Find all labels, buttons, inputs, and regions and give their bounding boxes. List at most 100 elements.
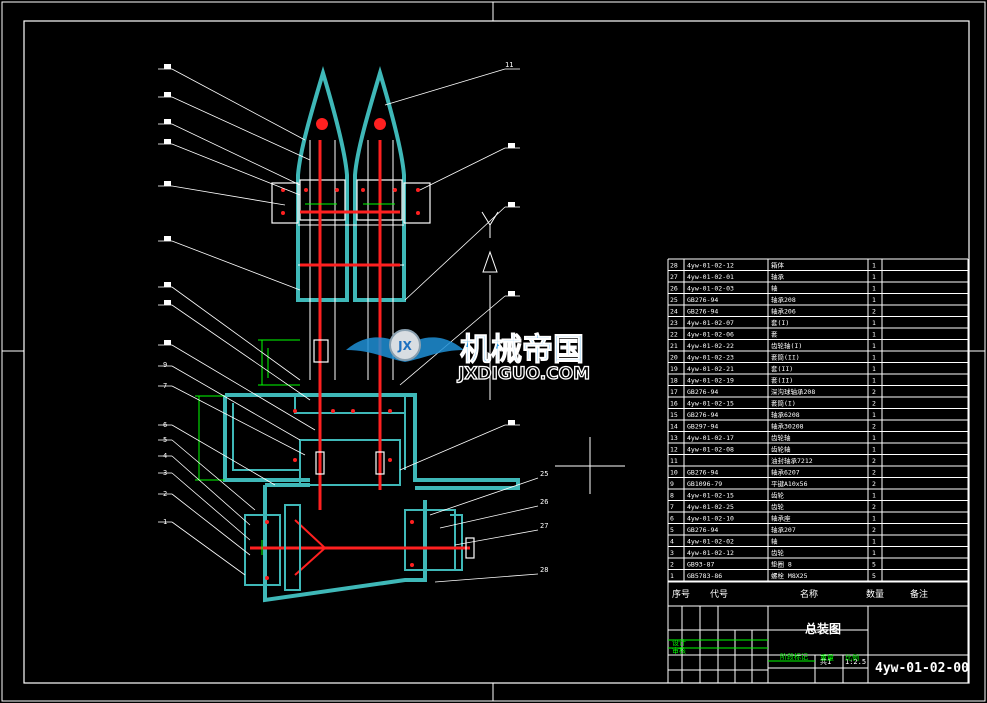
bom-cell-name: 轴承 (771, 272, 785, 281)
leader-lines (158, 68, 539, 583)
scale-value: 1:2.5 (845, 658, 866, 666)
balloon-25: 25 (540, 470, 548, 478)
bom-cell-code: 4yw-01-02-15 (687, 492, 734, 500)
weight-label: 重量 (820, 654, 834, 662)
checked-label: 审核 (672, 646, 686, 655)
bom-cell-qty: 2 (872, 400, 876, 408)
bom-cell-qty: 2 (872, 457, 876, 465)
bom-cell-code: GB5783-86 (687, 572, 722, 580)
balloon-4: 4 (163, 452, 167, 460)
bom-cell-name: 套 (771, 330, 778, 339)
bom-cell-no: 12 (670, 446, 678, 454)
bom-cell-name: 套(II) (771, 376, 793, 385)
bom-cell-code: 4yw-01-02-12 (687, 549, 734, 557)
bom-cell-qty: 1 (872, 549, 876, 557)
bom-cell-qty: 2 (872, 308, 876, 316)
bom-cell-name: 轴承207 (771, 525, 796, 534)
bom-header-name: 名称 (800, 588, 818, 600)
bom-cell-name: 齿轮 (771, 491, 785, 500)
watermark-url-text: JXDIGUO.COM (457, 364, 590, 384)
bom-cell-qty: 5 (872, 572, 876, 580)
bom-header-qty: 数量 (866, 588, 884, 600)
bom-cell-code: 4yw-01-02-17 (687, 434, 734, 442)
bom-cell-qty: 5 (872, 561, 876, 569)
balloon-27: 27 (540, 522, 548, 530)
bom-cell-code: 4yw-01-02-21 (687, 365, 734, 373)
bom-cell-qty: 1 (872, 434, 876, 442)
watermark: JX 机械帝国 JXDIGUO.COM (346, 329, 591, 385)
bom-cell-name: 油封轴承7212 (771, 456, 813, 465)
bom-cell-qty: 2 (872, 388, 876, 396)
balloon-11: 11 (505, 61, 513, 69)
bom-cell-qty: 1 (872, 319, 876, 327)
bom-cell-code: GB93-87 (687, 561, 714, 569)
bom-cell-no: 27 (670, 273, 678, 281)
balloon-26: 26 (540, 498, 548, 506)
bom-cell-no: 13 (670, 434, 678, 442)
bom-cell-no: 17 (670, 388, 678, 396)
designed-label: 设计 (672, 638, 686, 647)
bom-cell-code: 4yw-01-02-25 (687, 503, 734, 511)
bom-cell-no: 6 (670, 515, 674, 523)
bom-cell-qty: 2 (872, 503, 876, 511)
bom-cell-no: 10 (670, 469, 678, 477)
bom-cell-code: 4yw-01-02-22 (687, 342, 734, 350)
bom-cell-qty: 1 (872, 377, 876, 385)
bom-cell-qty: 1 (872, 365, 876, 373)
bom-cell-no: 21 (670, 342, 678, 350)
bom-cell-code: 4yw-01-02-03 (687, 285, 734, 293)
bom-cell-no: 7 (670, 503, 674, 511)
bom-cell-no: 2 (670, 561, 674, 569)
bom-cell-code: GB276-94 (687, 411, 718, 419)
bom-cell-no: 16 (670, 400, 678, 408)
bom-header-code: 代号 (710, 589, 728, 600)
bom-cell-name: 轴承208 (771, 295, 796, 304)
balloon-1: 1 (163, 518, 167, 526)
balloon-9: 9 (163, 361, 167, 369)
bom-cell-name: 套(I) (771, 318, 789, 327)
bom-cell-name: 轴承6207 (771, 468, 800, 477)
bom-cell-code: 4yw-01-02-19 (687, 377, 734, 385)
bom-cell-name: 轴 (771, 537, 778, 546)
bom-header-remark: 备注 (910, 588, 928, 600)
bom-cell-code: 4yw-01-02-07 (687, 319, 734, 327)
bom-cell-code: 4yw-01-02-08 (687, 446, 734, 454)
bom-row: 8 4yw-01-02-15 齿轮 1 (670, 491, 876, 500)
bom-cell-qty: 2 (872, 526, 876, 534)
bom-cell-no: 1 (670, 572, 674, 580)
bom-cell-qty: 1 (872, 492, 876, 500)
assembly-section (195, 65, 520, 603)
bom-cell-qty: 1 (872, 262, 876, 270)
bom-cell-no: 22 (670, 331, 678, 339)
stage-label: 阶段标记 (780, 652, 808, 661)
bom-cell-qty: 1 (872, 538, 876, 546)
balloon-28: 28 (540, 566, 548, 574)
drawing-number: 4yw-01-02-00 (875, 661, 969, 676)
bom-cell-no: 25 (670, 296, 678, 304)
bom-cell-no: 20 (670, 354, 678, 362)
bom-cell-name: 深沟球轴承208 (771, 387, 815, 396)
bom-cell-code: GB276-94 (687, 526, 718, 534)
bom-cell-qty: 1 (872, 515, 876, 523)
bom-cell-no: 8 (670, 492, 674, 500)
bom-cell-name: 轴 (771, 284, 778, 293)
bom-cell-code: GB276-94 (687, 296, 718, 304)
bom-cell-name: 齿轮轴 (771, 445, 791, 454)
bom-cell-qty: 2 (872, 469, 876, 477)
bom-cell-code: 4yw-01-02-01 (687, 273, 734, 281)
